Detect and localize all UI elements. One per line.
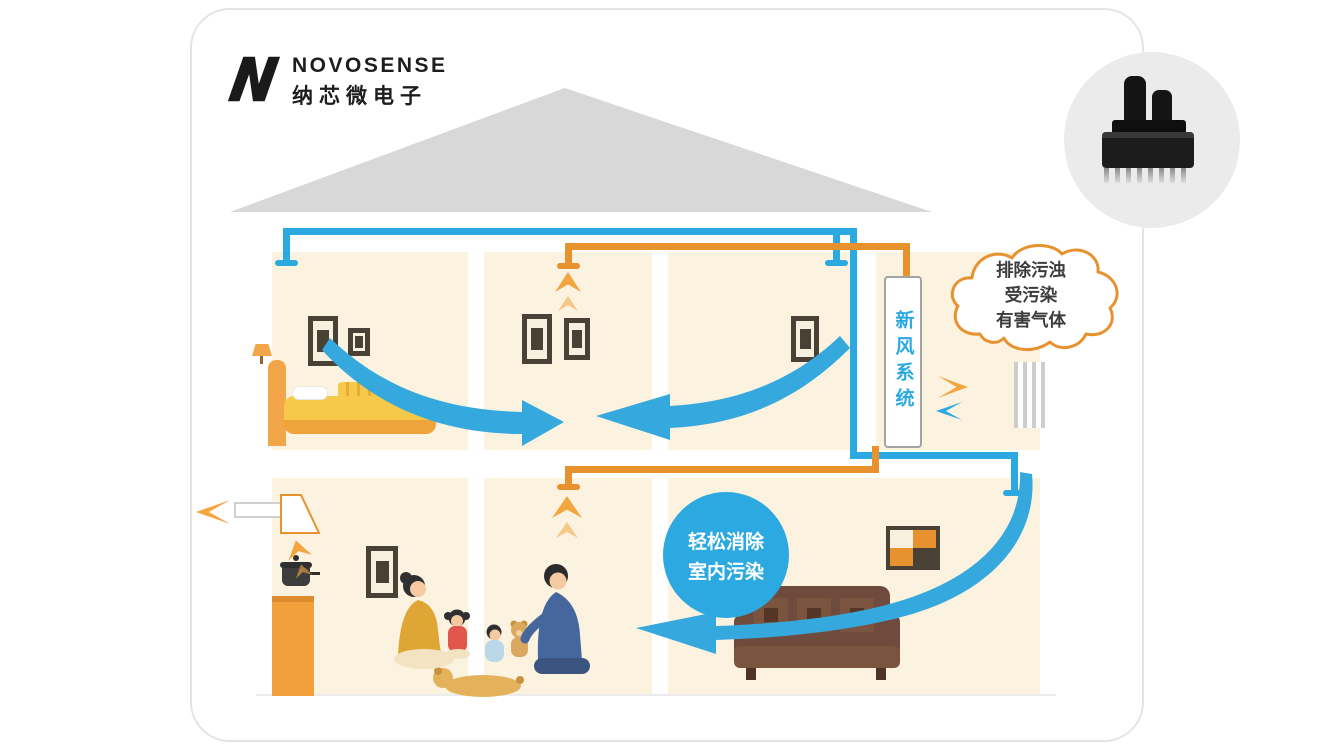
pot-handle — [310, 572, 320, 575]
art-cell — [890, 548, 913, 566]
brand-name-cn: 纳芯微电子 — [292, 85, 427, 108]
louver-vent — [1014, 362, 1046, 428]
sensor-pin — [1148, 168, 1153, 183]
frame-inner — [375, 561, 389, 583]
wall-frame — [791, 316, 819, 362]
sensor-port — [1152, 90, 1172, 126]
pot-lid — [280, 562, 312, 568]
fresh-air-pipe-lower — [850, 452, 1018, 459]
air-vent-cap — [557, 263, 580, 269]
pot — [282, 568, 310, 586]
bubble-text-line: 轻松消除 — [687, 532, 764, 553]
bed-base — [284, 420, 436, 434]
wall-frame — [348, 328, 370, 356]
baby — [485, 624, 504, 662]
logo-n-shape — [227, 56, 281, 102]
air-vent-cap — [1003, 490, 1026, 496]
father — [520, 564, 590, 674]
girl — [444, 609, 470, 659]
exhaust-riser — [903, 247, 910, 279]
cabinet-top — [272, 596, 314, 602]
exhaust-pipe-lower — [565, 466, 879, 473]
fresh-air-riser — [850, 232, 857, 456]
sofa-artwork — [886, 526, 940, 570]
sensor-port — [1124, 76, 1146, 124]
lamp-shade — [252, 344, 272, 356]
airflow-swoosh-left — [322, 338, 564, 446]
airflow-swoosh-lower — [636, 472, 1033, 654]
sensor-pin — [1137, 168, 1142, 183]
sofa-leg — [876, 668, 886, 680]
cloud-outline — [950, 243, 1119, 351]
air-vent-cap — [275, 260, 298, 266]
bed-pillow — [292, 386, 328, 400]
art-cell — [913, 530, 936, 548]
cloud-text-line: 受污染 — [1004, 284, 1058, 305]
wall-frame — [564, 318, 590, 360]
dog — [433, 667, 524, 697]
fresh-air-drop — [283, 232, 290, 262]
bed-headboard — [268, 360, 286, 446]
brand-logo: NOVOSENSE 纳芯微电子 — [292, 54, 448, 110]
airflow-swooshes — [322, 336, 1033, 654]
pot-knob — [293, 555, 299, 561]
art-cell — [890, 530, 913, 548]
sensor-pin — [1170, 168, 1175, 183]
sensor-pin — [1115, 168, 1120, 183]
sensor-pin — [1181, 168, 1186, 183]
art-cell — [913, 548, 936, 566]
fresh-air-unit: 新风系统 — [884, 276, 922, 448]
cushion-pattern — [764, 608, 778, 622]
lamp-pole — [260, 356, 263, 364]
brand-name: NOVOSENSE — [292, 54, 448, 77]
air-vent-cap — [557, 484, 580, 490]
sofa-leg — [746, 668, 756, 680]
wall-frame — [366, 546, 398, 598]
frame-inner — [355, 336, 363, 348]
pressure-sensor-chip — [1102, 132, 1194, 168]
cloud-text-line: 排除污浊 — [996, 260, 1066, 280]
wall-frame — [522, 314, 552, 364]
exhaust-pipe-top — [565, 243, 910, 250]
exhaust-cloud — [950, 243, 1119, 351]
frame-inner — [572, 330, 582, 348]
exhaust-riser-lower — [872, 446, 879, 470]
logo-mark-icon — [227, 56, 281, 102]
frame-inner — [799, 329, 811, 349]
exhaust-drop — [565, 247, 572, 265]
cloud-text-line: 有害气体 — [996, 309, 1066, 330]
sensor-collar — [1112, 120, 1186, 134]
air-vent-cap — [825, 260, 848, 266]
exhaust-drop — [565, 470, 572, 486]
fresh-air-drop — [1011, 456, 1018, 492]
sensor-pin — [1126, 168, 1131, 183]
range-hood-shape — [280, 494, 320, 534]
frame-inner — [531, 328, 543, 350]
chip-top-face — [1102, 132, 1194, 138]
cloud-text: 排除污浊 受污染 有害气体 — [950, 258, 1112, 333]
airflow-swoosh-right — [596, 336, 850, 440]
mother — [394, 572, 454, 669]
kitchen-cabinet — [272, 596, 314, 696]
family-illustration — [394, 564, 590, 697]
bubble-text-line: 室内污染 — [687, 562, 764, 584]
sofa-seat — [734, 646, 900, 668]
benefit-bubble: 轻松消除 室内污染 — [663, 492, 789, 618]
sensor-pin — [1104, 168, 1109, 183]
fresh-air-unit-label: 新风系统 — [892, 310, 914, 414]
sensor-pin — [1159, 168, 1164, 183]
range-hood — [280, 494, 320, 534]
ground-line — [256, 694, 1056, 696]
sensor-pins — [1104, 168, 1186, 183]
fresh-air-pipe-top — [283, 228, 857, 235]
